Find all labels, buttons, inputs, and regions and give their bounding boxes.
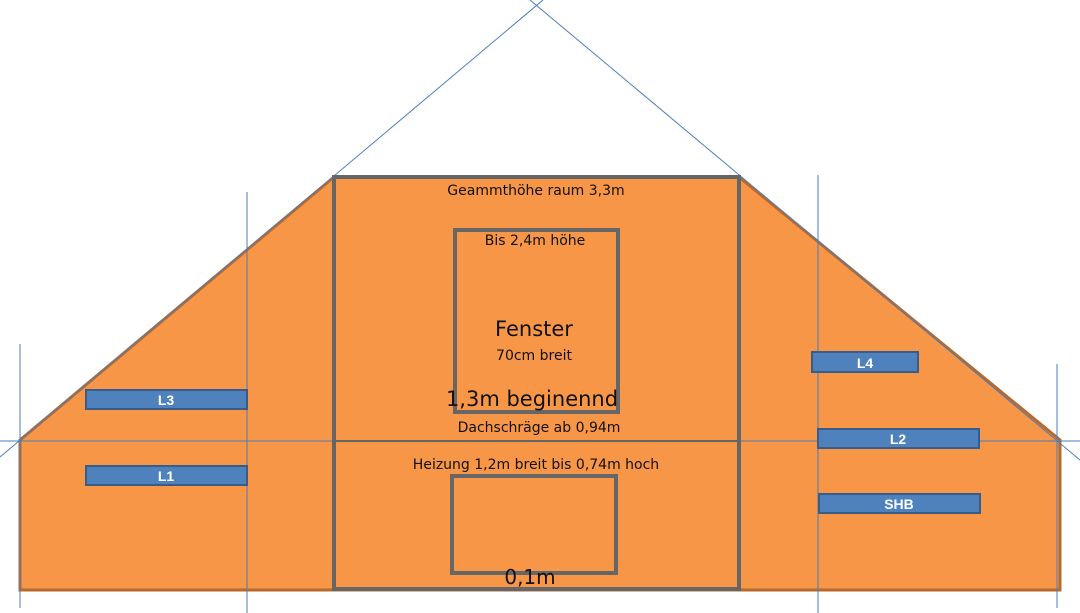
heater-frame [450, 474, 618, 575]
label-l3: L3 [85, 389, 248, 410]
window-start-text: 1,3m beginennd [446, 387, 618, 411]
total-height-text: Geammthöhe raum 3,3m [447, 183, 624, 199]
label-l1-box [85, 465, 248, 486]
slope-start-text: Dachschräge ab 0,94m [458, 420, 621, 436]
window-title-text: Fenster [495, 317, 573, 341]
floor-gap-text: 0,1m [504, 565, 555, 589]
label-l1-text: L1 [158, 468, 175, 484]
label-l4: L4 [811, 351, 919, 373]
label-l1: L1 [85, 465, 248, 486]
roof-line-left [0, 0, 544, 458]
label-l2-box [817, 428, 980, 449]
heater-text: Heizung 1,2m breit bis 0,74m hoch [413, 457, 659, 473]
label-l3-text: L3 [158, 392, 175, 408]
window-frame [453, 228, 620, 414]
room-frame [332, 175, 741, 591]
window-width-text: 70cm breit [496, 348, 572, 364]
label-l2: L2 [817, 428, 980, 449]
label-l3-box [85, 389, 248, 410]
label-l4-text: L4 [857, 355, 874, 371]
label-shb: SHB [818, 493, 981, 514]
window-top-text: Bis 2,4m höhe [485, 233, 586, 249]
label-l4-box [811, 351, 919, 373]
label-l2-text: L2 [890, 431, 907, 447]
label-shb-box [818, 493, 981, 514]
roof-line-right [529, 0, 1080, 461]
label-shb-text: SHB [884, 496, 914, 512]
